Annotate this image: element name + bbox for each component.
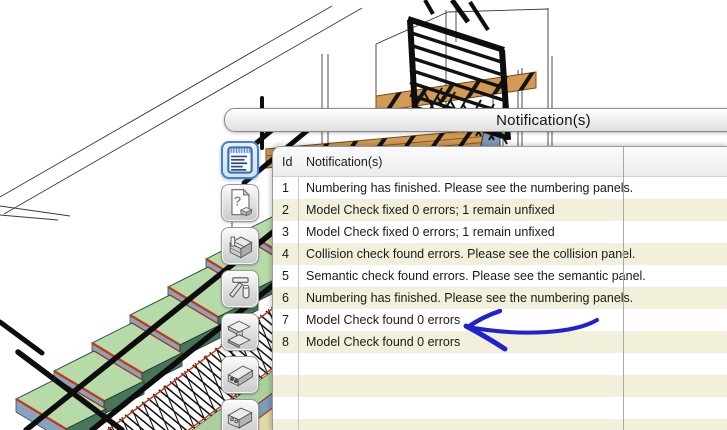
- column-header-notifications: Notification(s): [306, 154, 383, 169]
- row-message-cell: Model Check fixed 0 errors; 1 remain unf…: [306, 203, 555, 217]
- panel-title: Notification(s): [496, 111, 591, 129]
- i-beam-icon: [227, 320, 251, 349]
- row-message-cell: Numbering has finished. Please see the n…: [306, 291, 634, 305]
- notifications-list-icon: [227, 146, 253, 174]
- row-id-cell: 6: [273, 287, 299, 309]
- column-separator: [623, 147, 624, 430]
- beam-section-icon: [229, 236, 253, 259]
- notification-row[interactable]: [273, 353, 727, 375]
- notifications-list-button[interactable]: [221, 141, 259, 179]
- document-question-icon: ?: [231, 188, 253, 217]
- notification-row[interactable]: 1 Numbering has finished. Please see the…: [273, 177, 727, 199]
- row-id-cell: 8: [273, 331, 299, 353]
- document-question-button[interactable]: ?: [221, 184, 259, 222]
- beam-connection-alt-icon: [227, 407, 253, 429]
- hammer-bolt-button[interactable]: [221, 270, 259, 308]
- notification-row[interactable]: 2 Model Check fixed 0 errors; 1 remain u…: [273, 199, 727, 221]
- row-id-cell: 5: [273, 265, 299, 287]
- beam-connection-button[interactable]: [221, 356, 259, 394]
- row-message-cell: Semantic check found errors. Please see …: [306, 269, 646, 283]
- notification-row[interactable]: 4 Collision check found errors. Please s…: [273, 243, 727, 265]
- notification-rows: 1 Numbering has finished. Please see the…: [273, 177, 727, 430]
- row-message-cell: Model Check found 0 errors: [306, 313, 461, 327]
- row-message-cell: Model Check fixed 0 errors; 1 remain unf…: [306, 225, 555, 239]
- row-id-cell: 7: [273, 309, 299, 331]
- notification-row[interactable]: 5 Semantic check found errors. Please se…: [273, 265, 727, 287]
- notifications-titlebar[interactable]: Notification(s): [224, 108, 727, 132]
- notification-panel: Id Notification(s) 1 Numbering has finis…: [272, 146, 727, 430]
- svg-text:?: ?: [234, 195, 242, 209]
- notification-row[interactable]: 8 Model Check found 0 errors: [273, 331, 727, 353]
- table-header: Id Notification(s): [273, 147, 727, 177]
- column-header-id: Id: [282, 154, 293, 169]
- beam-section-button[interactable]: [221, 227, 259, 265]
- notification-row[interactable]: [273, 375, 727, 397]
- row-id-cell: 2: [273, 199, 299, 221]
- row-id-cell: 3: [273, 221, 299, 243]
- beam-connection-alt-button[interactable]: [221, 399, 259, 430]
- row-id-cell: 4: [273, 243, 299, 265]
- row-message-cell: Numbering has finished. Please see the n…: [306, 181, 634, 195]
- notification-row[interactable]: [273, 397, 727, 419]
- side-toolbar: ?: [221, 141, 259, 430]
- beam-connection-icon: [227, 365, 254, 387]
- hammer-bolt-icon: [229, 277, 250, 299]
- notification-row[interactable]: [273, 419, 727, 430]
- row-message-cell: Model Check found 0 errors: [306, 335, 461, 349]
- row-id-cell: [273, 353, 299, 375]
- i-beam-button[interactable]: [221, 313, 259, 351]
- notification-row[interactable]: 7 Model Check found 0 errors: [273, 309, 727, 331]
- row-id-cell: [273, 375, 299, 397]
- notification-row[interactable]: 3 Model Check fixed 0 errors; 1 remain u…: [273, 221, 727, 243]
- notification-row[interactable]: 6 Numbering has finished. Please see the…: [273, 287, 727, 309]
- row-message-cell: Collision check found errors. Please see…: [306, 247, 636, 261]
- row-id-cell: [273, 397, 299, 419]
- row-id-cell: [273, 419, 299, 430]
- row-id-cell: 1: [273, 177, 299, 199]
